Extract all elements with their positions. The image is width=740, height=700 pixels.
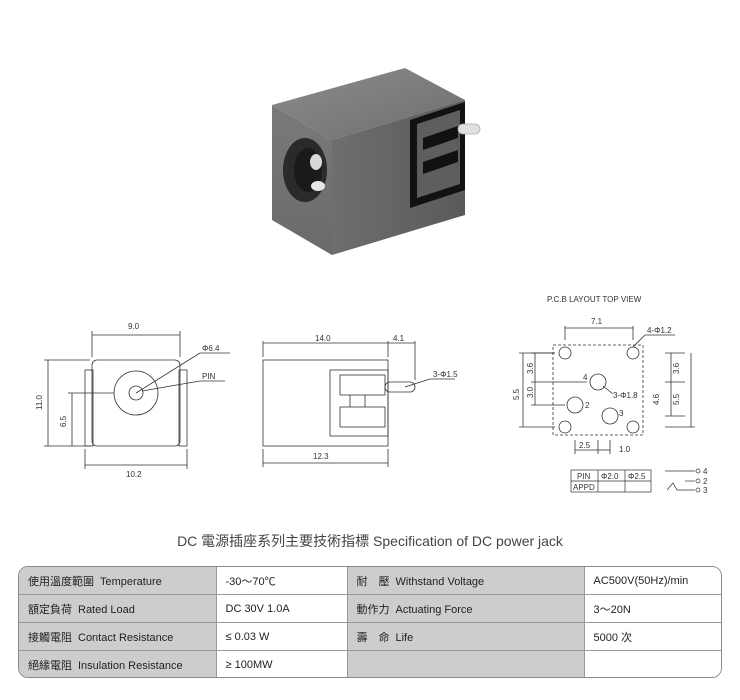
pcb-left-dim-2: 3.0	[526, 386, 535, 398]
spec-label-secondary: Temperature	[100, 575, 162, 588]
pcb-left-dim-1: 3.6	[526, 362, 535, 374]
spec-label: 額定負荷 Rated Load	[19, 594, 217, 623]
spec-label-secondary: Insulation Resistance	[78, 659, 183, 672]
spec-label: 使用溫度範圍 Temperature	[19, 567, 217, 595]
pcb-layout-drawing: P.C.B LAYOUT TOP VIEW 7.1 4-Φ1.2 3-Φ1.8 …	[512, 295, 708, 495]
pin-table-header-pin: PIN	[577, 472, 591, 481]
spec-value: ≤ 0.03 W	[216, 622, 348, 651]
pin-table-header-2-0: Φ2.0	[601, 472, 619, 481]
spec-value-primary: ≥ 100MW	[225, 658, 273, 671]
spec-label-secondary: Rated Load	[78, 603, 135, 616]
spec-value-primary: -30～70℃	[225, 575, 276, 588]
spec-label-primary: 額定負荷	[28, 603, 72, 616]
front-bottom-width-label: 10.2	[126, 470, 142, 479]
spec-label: 絕緣電阻 Insulation Resistance	[19, 650, 217, 677]
front-diameter-label: Φ6.4	[202, 344, 220, 353]
front-width-label: 9.0	[128, 322, 140, 331]
front-height-label: 11.0	[35, 394, 44, 410]
spec-label-2: 壽 命 Life	[347, 622, 585, 651]
spec-label: 接觸電阻 Contact Resistance	[19, 622, 217, 651]
spec-label-2-primary: 耐 壓	[356, 575, 390, 588]
spec-label-2-secondary: Life	[395, 631, 414, 644]
spec-label-2-primary: 壽 命	[356, 631, 390, 644]
pcb-holes-label: 4-Φ1.2	[647, 326, 672, 335]
pcb-right-dim-2: 4.6	[652, 393, 661, 405]
side-pins-label: 3-Φ1.5	[433, 370, 458, 379]
spec-value-primary: ≤ 0.03 W	[225, 630, 270, 643]
spec-label-2-secondary: Actuating Force	[395, 603, 473, 616]
spec-label-primary: 使用溫度範圍	[28, 575, 94, 588]
schematic-pin-2: 2	[703, 477, 708, 486]
pcb-right-dim-1: 3.6	[672, 362, 681, 374]
spec-value-2: 5000 次	[584, 622, 721, 651]
pin-table-header-2-5: Φ2.5	[628, 472, 646, 481]
pcb-pin-number-3: 3	[619, 409, 624, 418]
front-hole-height-label: 6.5	[59, 415, 68, 427]
spec-row: 接觸電阻 Contact Resistance ≤ 0.03 W 壽 命 Life 500…	[19, 622, 721, 651]
spec-value: DC 30V 1.0A	[216, 594, 348, 623]
spec-title: DC 電源插座系列主要技術指標 Specification of DC powe…	[177, 533, 563, 549]
side-total-label: 12.3	[313, 452, 329, 461]
front-pin-label: PIN	[202, 372, 216, 381]
spec-label-secondary: Contact Resistance	[78, 631, 174, 644]
spec-label-2: 耐 壓 Withstand Voltage	[347, 567, 585, 595]
schematic-pin-4: 4	[703, 467, 708, 476]
spec-value-2: 3～20N	[584, 594, 721, 623]
spec-value-2-primary: AC500V(50Hz)/min	[593, 574, 689, 587]
spec-label-2-primary: 動作力	[356, 603, 390, 616]
spec-row: 使用溫度範圍 Temperature -30～70℃ 耐 壓 Withstand Vol…	[19, 567, 721, 595]
front-view-drawing: 9.0 10.2 11.0 6.5 Φ6.4 PIN	[35, 322, 230, 479]
spec-value-2-primary: 3～20N	[593, 603, 631, 616]
spec-value-2: AC500V(50Hz)/min	[584, 567, 721, 595]
pcb-width-label: 7.1	[591, 317, 603, 326]
side-pin-length-label: 4.1	[393, 334, 405, 343]
spec-value-2	[584, 650, 721, 677]
spec-value-primary: DC 30V 1.0A	[225, 602, 290, 615]
schematic-pin-3: 3	[703, 486, 708, 495]
spec-value: -30～70℃	[216, 567, 348, 595]
spec-table: 使用溫度範圍 Temperature -30～70℃ 耐 壓 Withstand Vol…	[18, 566, 722, 678]
spec-value: ≥ 100MW	[216, 650, 348, 677]
pcb-right-dim-3: 5.5	[672, 393, 681, 405]
spec-value-2-primary: 5000 次	[593, 631, 633, 644]
pcb-left-dim-3: 5.5	[512, 388, 521, 400]
side-length-label: 14.0	[315, 334, 331, 343]
spec-row: 絕緣電阻 Insulation Resistance ≥ 100MW	[19, 650, 721, 677]
product-render	[272, 68, 481, 255]
spec-label-2	[347, 650, 585, 677]
spec-label-2: 動作力 Actuating Force	[347, 594, 585, 623]
pcb-pin-number-4: 4	[583, 373, 588, 382]
spec-label-primary: 絕緣電阻	[28, 659, 72, 672]
pcb-caption: P.C.B LAYOUT TOP VIEW	[547, 295, 642, 304]
pin-table-row-label: APPD	[573, 483, 595, 492]
spec-label-2-secondary: Withstand Voltage	[395, 575, 485, 588]
pcb-pin-holes-label: 3-Φ1.8	[613, 391, 638, 400]
side-view-drawing: 14.0 4.1 12.3 3-Φ1.5	[262, 334, 458, 467]
pcb-pin-number-2: 2	[585, 401, 590, 410]
pcb-bottom-dim-1: 2.5	[579, 441, 591, 450]
pcb-bottom-dim-2: 1.0	[619, 445, 631, 454]
spec-row: 額定負荷 Rated Load DC 30V 1.0A 動作力 Actuating Fo…	[19, 594, 721, 623]
spec-label-primary: 接觸電阻	[28, 631, 72, 644]
